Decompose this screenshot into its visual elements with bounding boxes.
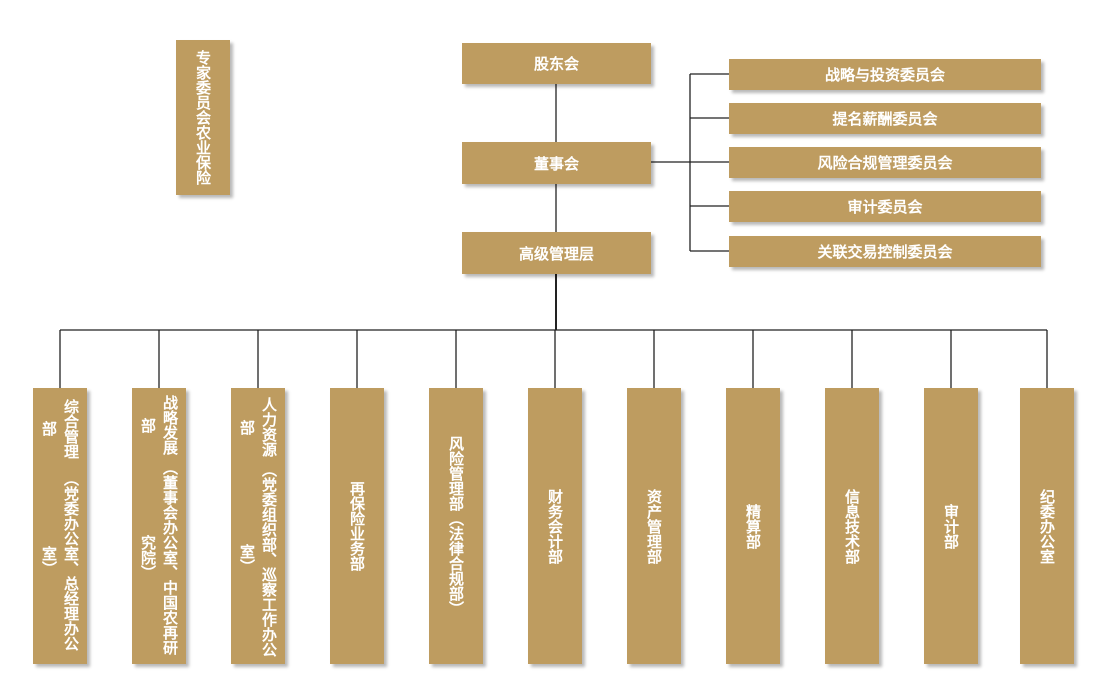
committee-label: 风险合规管理委员会 [817,154,953,172]
expert-committee-box: 专家委员会 农业保险 [176,40,230,195]
expert-committee-line2: 农业保险 [194,125,212,185]
dept-actuarial: 精算部 [726,388,780,664]
dept-label: 风险管理部（法律合规部） [447,436,465,616]
board-box: 董事会 [462,142,651,184]
senior-management-label: 高级管理层 [518,244,594,263]
dept-reinsurance-business: 再保险业务部 [330,388,384,664]
dept-label: 信息技术部 [843,488,861,564]
expert-committee-line1: 专家委员会 [194,50,212,125]
dept-information-technology: 信息技术部 [825,388,879,664]
dept-strategic-development: 战略发展部 （董事会办公室、中国农再研究院） [132,388,186,664]
shareholders-box: 股东会 [462,43,651,84]
dept-asset-management: 资产管理部 [627,388,681,664]
dept-label: 财务会计部 [546,488,564,564]
committee-related-party: 关联交易控制委员会 [729,236,1041,267]
dept-audit: 审计部 [924,388,978,664]
committee-label: 战略与投资委员会 [824,66,945,84]
board-label: 董事会 [533,154,579,173]
dept-risk-management: 风险管理部（法律合规部） [429,388,483,664]
dept-discipline-office: 纪委办公室 [1020,388,1074,664]
dept-label: 战略发展部 [139,395,179,456]
committee-label: 提名薪酬委员会 [832,110,938,128]
dept-human-resources: 人力资源部 （党委组织部、巡察工作办公室） [231,388,285,664]
dept-label: 人力资源部 [238,397,278,457]
dept-label: 纪委办公室 [1038,488,1056,564]
committee-strategy-investment: 战略与投资委员会 [729,59,1041,90]
senior-management-box: 高级管理层 [462,232,651,274]
dept-label: 精算部 [744,503,762,549]
committee-risk-compliance: 风险合规管理委员会 [729,147,1041,178]
dept-label: 审计部 [942,503,960,549]
dept-label: 资产管理部 [645,488,663,564]
dept-label: 再保险业务部 [348,481,366,571]
committee-audit: 审计委员会 [729,191,1041,222]
dept-finance-accounting: 财务会计部 [528,388,582,664]
dept-sublabel: （党委办公室、总经理办公室） [40,470,80,651]
dept-label: 综合管理部 [40,398,80,459]
dept-sublabel: （董事会办公室、中国农再研究院） [139,459,179,655]
dept-general-management: 综合管理部 （党委办公室、总经理办公室） [33,388,87,664]
shareholders-label: 股东会 [533,55,579,73]
committee-label: 关联交易控制委员会 [817,243,953,261]
dept-sublabel: （党委组织部、巡察工作办公室） [238,461,278,657]
committee-label: 审计委员会 [847,198,923,216]
committee-nomination-remuneration: 提名薪酬委员会 [729,103,1041,134]
